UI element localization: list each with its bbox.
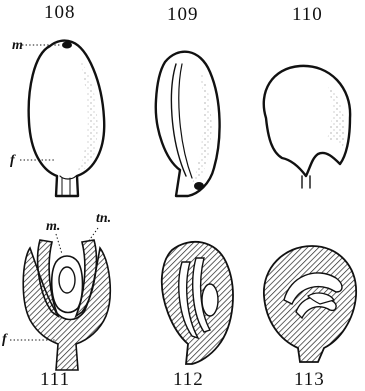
ovule-113-section: [264, 246, 356, 362]
ovule-112-section: [162, 242, 233, 364]
figure-number-113: 113: [294, 369, 325, 390]
figure-111: 111 m. tn. f: [2, 211, 111, 390]
figure-number-112: 112: [173, 369, 204, 390]
figure-number-110: 110: [292, 4, 323, 25]
figure-112: 112: [162, 242, 233, 390]
figure-113: 113: [264, 246, 356, 390]
figure-108: 108 m f: [10, 2, 104, 196]
label-m-108: m: [12, 38, 23, 53]
ovule-110-drawing: [264, 66, 350, 188]
ovule-111-section: [23, 240, 110, 370]
figure-number-108: 108: [44, 2, 76, 23]
label-f-108: f: [10, 153, 16, 168]
figure-109: 109: [156, 4, 220, 196]
figure-number-109: 109: [167, 4, 199, 25]
figure-number-111: 111: [40, 369, 70, 390]
label-f-111: f: [2, 332, 8, 347]
micropyle-108-mark: [62, 42, 72, 49]
label-tn-111: tn.: [96, 211, 111, 226]
ovule-108-drawing: [29, 41, 105, 196]
label-m-111: m.: [46, 219, 60, 234]
figure-110: 110: [264, 4, 350, 188]
ovule-109-drawing: [156, 52, 220, 196]
